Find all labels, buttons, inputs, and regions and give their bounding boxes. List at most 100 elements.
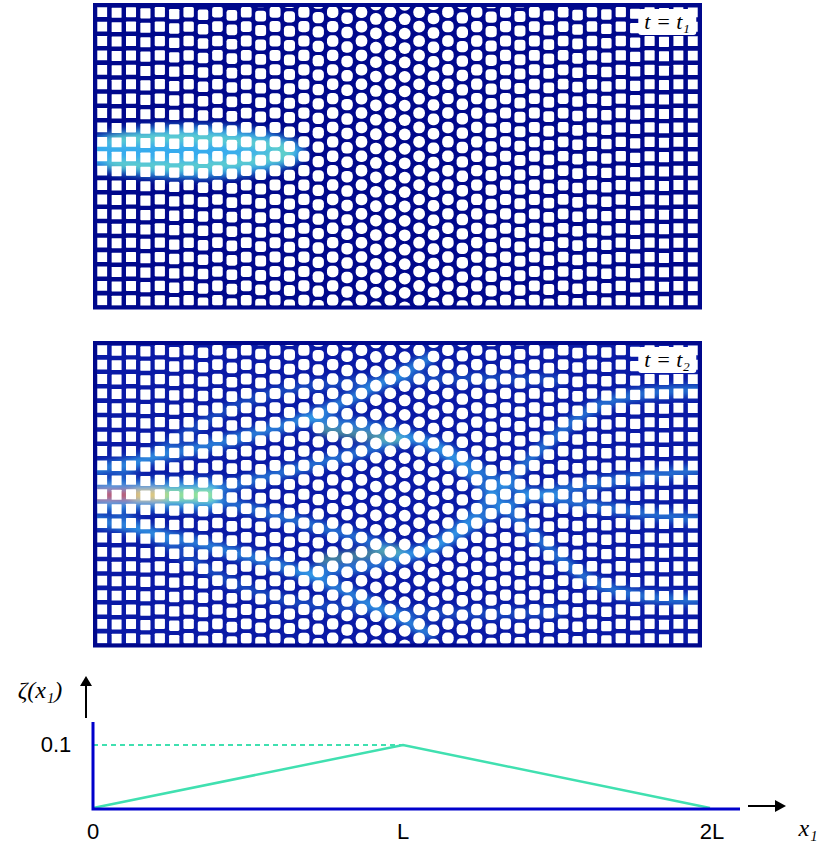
lattice-hole bbox=[616, 547, 626, 557]
lattice-hole bbox=[529, 122, 540, 133]
lattice-hole bbox=[659, 577, 669, 587]
lattice-hole bbox=[126, 209, 136, 219]
lattice-hole bbox=[500, 474, 511, 485]
lattice-hole bbox=[486, 256, 497, 267]
lattice-hole bbox=[442, 179, 453, 190]
lattice-hole bbox=[255, 464, 266, 475]
lattice-hole bbox=[442, 402, 453, 413]
lattice-hole bbox=[356, 222, 368, 234]
lattice-hole bbox=[500, 431, 511, 442]
lattice-hole bbox=[486, 623, 497, 634]
lattice-hole bbox=[442, 532, 453, 543]
lattice-hole bbox=[255, 25, 266, 36]
lattice-hole bbox=[688, 389, 698, 399]
lattice-hole bbox=[198, 226, 209, 237]
lattice-hole bbox=[457, 537, 468, 548]
lattice-hole bbox=[529, 345, 540, 356]
lattice-hole bbox=[155, 518, 165, 528]
lattice-hole bbox=[486, 242, 497, 253]
lattice-hole bbox=[529, 280, 540, 291]
lattice-hole bbox=[514, 40, 525, 51]
lattice-hole bbox=[399, 100, 411, 112]
lattice-hole bbox=[112, 634, 122, 644]
lattice-hole bbox=[370, 99, 382, 111]
lattice-hole bbox=[399, 495, 411, 507]
lattice-hole bbox=[558, 237, 569, 248]
lattice-hole bbox=[587, 431, 598, 442]
lattice-hole bbox=[659, 533, 669, 543]
lattice-hole bbox=[126, 432, 136, 442]
lattice-hole bbox=[558, 64, 569, 75]
lattice-hole bbox=[673, 194, 683, 204]
lattice-hole bbox=[601, 376, 611, 386]
lattice-hole bbox=[399, 467, 411, 479]
lattice-hole bbox=[413, 251, 425, 263]
lattice-hole bbox=[198, 549, 209, 560]
lattice-hole bbox=[313, 286, 324, 297]
lattice-hole bbox=[673, 166, 683, 176]
lattice-hole bbox=[327, 21, 338, 32]
lattice-hole bbox=[183, 237, 193, 247]
lattice-hole bbox=[572, 39, 583, 50]
lattice-hole bbox=[659, 591, 669, 601]
lattice-hole bbox=[298, 402, 309, 413]
lattice-hole bbox=[255, 550, 266, 561]
lattice-hole bbox=[241, 280, 252, 291]
lattice-hole bbox=[341, 171, 352, 182]
lattice-hole bbox=[514, 112, 525, 123]
lattice-hole bbox=[529, 604, 540, 615]
lattice-hole bbox=[112, 504, 122, 514]
lattice-hole bbox=[183, 93, 193, 103]
lattice-hole bbox=[457, 393, 468, 404]
lattice-hole bbox=[198, 492, 209, 503]
lattice-hole bbox=[471, 208, 482, 219]
lattice-hole bbox=[673, 417, 683, 427]
lattice-hole bbox=[112, 65, 122, 75]
lattice-hole bbox=[601, 38, 611, 48]
lattice-hole bbox=[169, 182, 179, 192]
lattice-hole bbox=[500, 180, 511, 191]
lattice-hole bbox=[298, 503, 309, 514]
lattice-hole bbox=[183, 374, 193, 384]
lattice-hole bbox=[514, 169, 525, 180]
stress-beam bbox=[95, 378, 560, 495]
lattice-hole bbox=[645, 79, 655, 89]
lattice-hole bbox=[572, 82, 583, 93]
lattice-hole bbox=[413, 618, 425, 630]
lattice-hole bbox=[399, 409, 411, 421]
lattice-hole bbox=[428, 452, 440, 464]
lattice-hole bbox=[298, 280, 309, 291]
lattice-hole bbox=[428, 13, 440, 25]
lattice-hole bbox=[673, 605, 683, 615]
lattice-hole bbox=[457, 271, 468, 282]
lattice-hole bbox=[313, 26, 324, 37]
lattice-hole bbox=[356, 50, 368, 62]
lattice-hole bbox=[384, 165, 396, 177]
lattice-hole bbox=[659, 389, 669, 399]
lattice-hole bbox=[645, 180, 655, 190]
lattice-hole bbox=[457, 624, 468, 635]
lattice-hole bbox=[543, 111, 554, 122]
lattice-hole bbox=[471, 517, 482, 528]
lattice-hole bbox=[255, 11, 266, 22]
lattice-hole bbox=[198, 607, 209, 618]
lattice-hole bbox=[529, 64, 540, 75]
lattice-hole bbox=[529, 136, 540, 147]
lattice-hole bbox=[399, 539, 411, 551]
lattice-hole bbox=[587, 7, 598, 18]
lattice-hole bbox=[673, 36, 683, 46]
lattice-hole bbox=[645, 50, 655, 60]
lattice-hole bbox=[212, 561, 223, 572]
lattice-hole bbox=[226, 348, 237, 359]
lattice-hole bbox=[313, 523, 324, 534]
lattice-hole bbox=[616, 7, 626, 17]
lattice-hole bbox=[457, 27, 468, 38]
lattice-hole bbox=[183, 503, 193, 513]
lattice-hole bbox=[313, 142, 324, 153]
lattice-hole bbox=[601, 67, 611, 77]
lattice-hole bbox=[572, 578, 583, 589]
lattice-hole bbox=[543, 536, 554, 547]
lattice-hole bbox=[630, 95, 640, 105]
lattice-hole bbox=[97, 446, 107, 456]
lattice-hole bbox=[155, 345, 165, 355]
